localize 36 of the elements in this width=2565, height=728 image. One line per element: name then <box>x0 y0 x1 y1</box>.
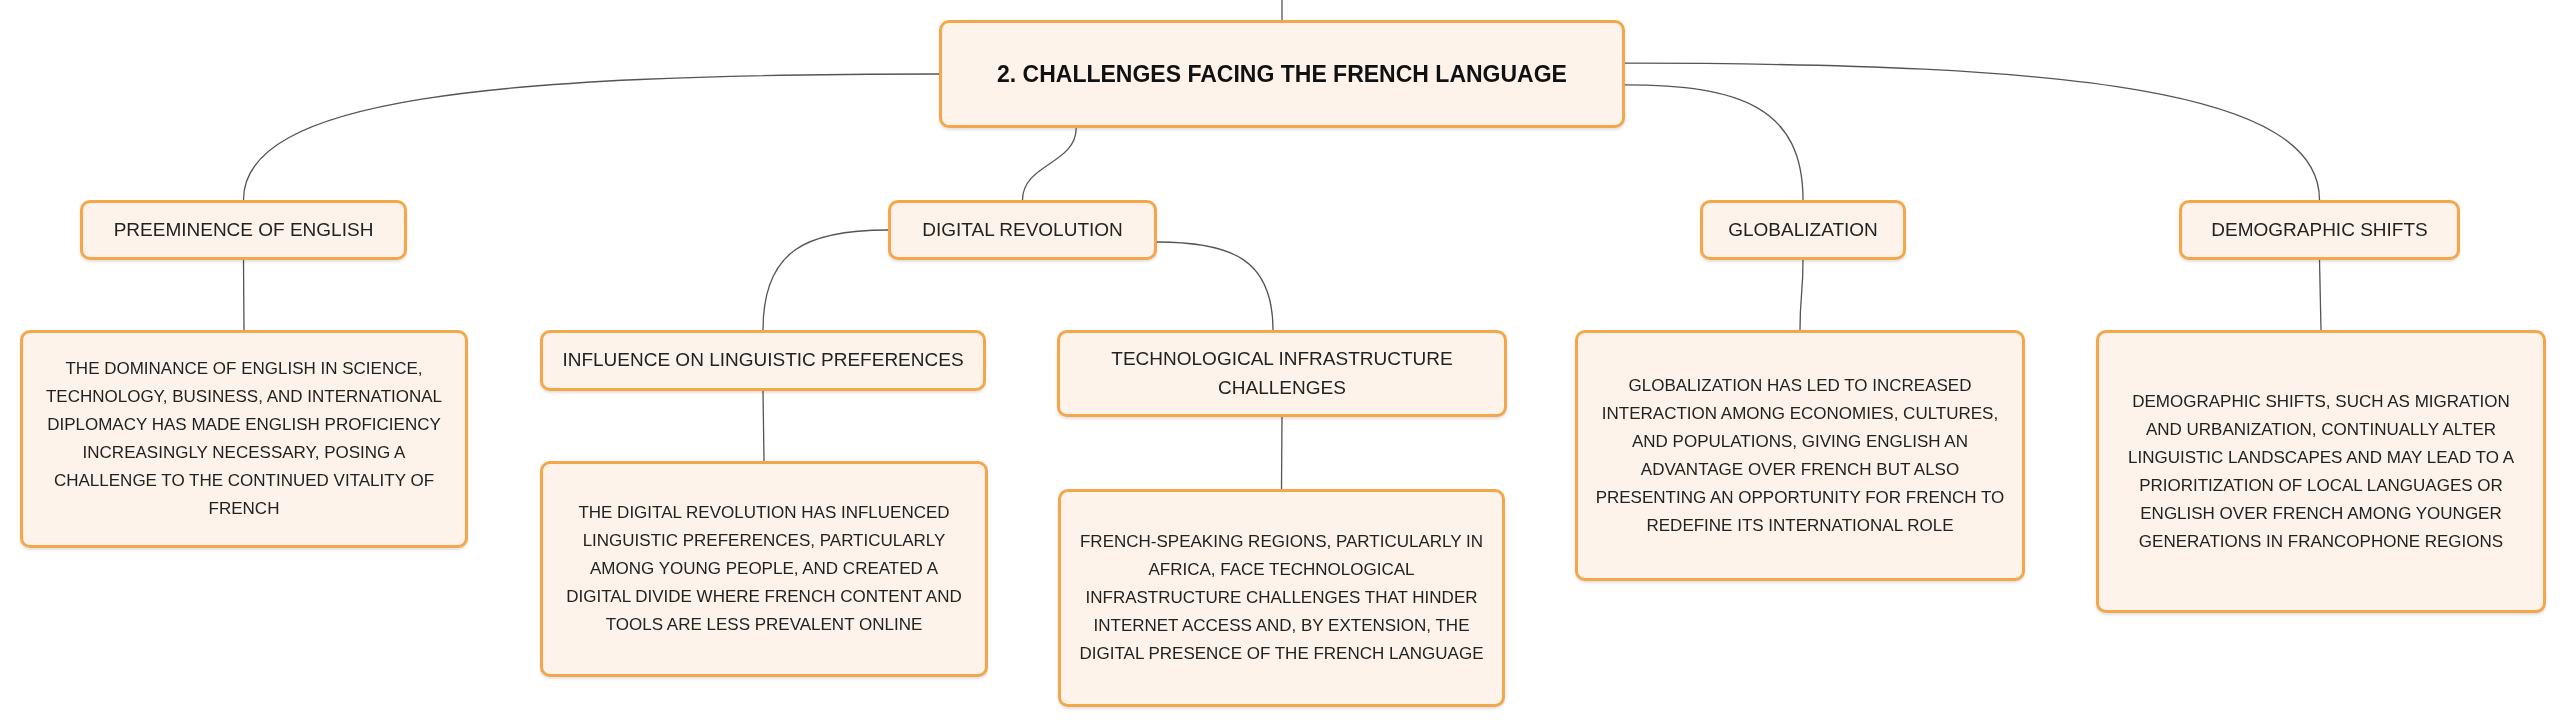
connector-line <box>1156 241 1274 331</box>
topic-label: DEMOGRAPHIC SHIFTS <box>2211 217 2428 242</box>
connector-line <box>1281 0 1283 21</box>
topic-box <box>888 200 1157 260</box>
connector-line <box>2318 259 2322 331</box>
description-box <box>2096 330 2546 613</box>
connector-line <box>1624 62 2321 201</box>
description-text: FRENCH-SPEAKING REGIONS, PARTICULARLY IN AFRICA, FACE TECHNOLOGICAL INFRASTRUCTURE CHALLENGES THAT HINDER INTERNET ACCESS AND, BY EXTENSION, THE DIGITAL PRESENCE OF THE FRENCH LANGUAGE <box>1078 531 1485 665</box>
description-box <box>20 330 468 548</box>
topic-label: 2. CHALLENGES FACING THE FRENCH LANGUAGE <box>997 59 1567 89</box>
topic-label: INFLUENCE ON LINGUISTIC PREFERENCES <box>562 348 964 373</box>
description-text: DEMOGRAPHIC SHIFTS, SUCH AS MIGRATION AND URBANIZATION, CONTINUALLY ALTER LINGUISTIC LANDSCAPES AND MAY LEAD TO A PRIORITIZATION OF LOCAL LANGUAGES OR ENGLISH OVER FRENCH AMONG YOUNGER GENERATIONS IN FRANCOPHONE REGIONS <box>2126 390 2516 553</box>
connector-line <box>242 259 245 331</box>
title-box <box>939 20 1625 128</box>
topic-label: TECHNOLOGICAL INFRASTRUCTURE CHALLENGES <box>1110 347 1454 400</box>
description-box <box>1058 489 1505 707</box>
connector-line <box>762 229 889 331</box>
topic-box <box>80 200 407 260</box>
topic-label: DIGITAL REVOLUTION <box>922 217 1123 242</box>
connector-line <box>1280 416 1283 490</box>
topic-box <box>1057 330 1507 417</box>
topic-label: GLOBALIZATION <box>1728 217 1878 242</box>
description-text: THE DIGITAL REVOLUTION HAS INFLUENCED LINGUISTIC PREFERENCES, PARTICULARLY AMONG YOUNG PEOPLE, AND CREATED A DIGITAL DIVIDE WHERE FRENCH CONTENT AND TOOLS ARE LESS PREVALENT ONLINE <box>565 502 963 636</box>
description-text: GLOBALIZATION HAS LED TO INCREASED INTERACTION AMONG ECONOMIES, CULTURES, AND POPULATIONS, GIVING ENGLISH AN ADVANTAGE OVER FRENCH BUT ALSO PRESENTING AN OPPORTUNITY FOR FRENCH TO REDEFINE ITS INTERNATIONAL ROLE <box>1594 374 2006 537</box>
connector-line <box>242 73 940 201</box>
description-box <box>1575 330 2025 581</box>
connector-line <box>1799 259 1804 331</box>
description-box <box>540 461 988 677</box>
topic-label: PREEMINENCE OF ENGLISH <box>113 217 374 242</box>
connector-line <box>762 390 765 462</box>
description-text: THE DOMINANCE OF ENGLISH IN SCIENCE, TECHNOLOGY, BUSINESS, AND INTERNATIONAL DIPLOMACY HAS MADE ENGLISH PROFICIENCY INCREASINGLY NECESSARY, POSING A CHALLENGE TO THE CONTINUED VITALITY OF FRENCH <box>44 358 444 520</box>
topic-box <box>2179 200 2460 260</box>
topic-box <box>540 330 986 391</box>
connector-line <box>1021 127 1077 201</box>
topic-box <box>1700 200 1906 260</box>
connector-line <box>1624 84 1804 201</box>
